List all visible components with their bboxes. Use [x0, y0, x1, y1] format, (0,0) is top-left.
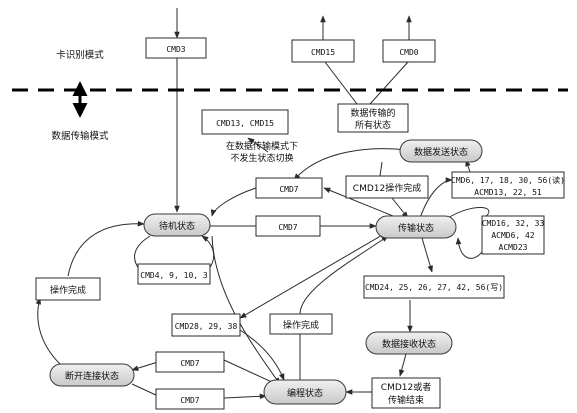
cmd7-disconnect-a-label: CMD7	[180, 359, 199, 368]
sending-to-cmd12	[379, 161, 383, 177]
read-commands-line1: CMD6, 17, 18, 30, 56(读)	[451, 175, 565, 185]
cmd28-29-38-box: CMD28, 29, 38	[171, 313, 241, 337]
transfer-commands-box: CMD16, 32, 33 ACMD6, 42 ACMD23	[481, 215, 545, 255]
opdone-to-transfer	[299, 235, 389, 315]
cmd7-top-label: CMD7	[279, 185, 298, 194]
transfer-loop-a	[447, 206, 490, 219]
cmd7b-to-programming	[223, 393, 267, 400]
read-commands-line2: ACMD13, 22, 51	[474, 188, 542, 197]
state-sending-data: 数据发送状态	[399, 139, 483, 163]
disconnect-to-cmd7b	[131, 383, 159, 397]
cmd7a-to-disconnect	[131, 361, 159, 371]
state-programming: 编程状态	[263, 379, 347, 405]
state-disconnect-label: 断开连接状态	[65, 370, 119, 382]
cmd12-to-transfer	[391, 197, 409, 219]
all-states-line2: 所有状态	[355, 119, 391, 131]
state-standby-label: 待机状态	[159, 220, 195, 232]
state-programming-label: 编程状态	[287, 387, 323, 399]
transfer-commands-line1: CMD16, 32, 33	[482, 219, 545, 228]
no-change-note-line1: 在数据传输模式下	[226, 140, 298, 152]
all-states-box: 数据传输的 所有状态	[337, 103, 409, 133]
op-done-left-label: 操作完成	[50, 284, 86, 296]
cmd3-label: CMD3	[166, 45, 185, 54]
cmd0-box: CMD0	[382, 39, 436, 63]
state-receiving-data-label: 数据接收状态	[382, 338, 436, 350]
card-identification-mode-label: 卡识别模式	[56, 49, 104, 61]
allstates-to-cmd0	[369, 61, 409, 105]
cmd13-note-arrow	[247, 137, 269, 153]
cmd7-mid-box: CMD7	[255, 215, 321, 237]
read-commands-box: CMD6, 17, 18, 30, 56(读) ACMD13, 22, 51	[451, 171, 565, 199]
state-sending-data-label: 数据发送状态	[414, 146, 468, 158]
cmd13-cmd15-box: CMD13, CMD15	[201, 109, 289, 135]
transfer-to-cmd28	[239, 233, 385, 319]
state-standby: 待机状态	[143, 213, 211, 237]
cmd3-box: CMD3	[145, 37, 207, 59]
allstates-to-cmd15	[324, 61, 358, 105]
cmd7-disconnect-b-label: CMD7	[180, 396, 199, 405]
cmd7-disconnect-a-box: CMD7	[155, 351, 225, 373]
cmd7-mid-label: CMD7	[278, 223, 297, 232]
transfer-loop-b	[455, 237, 483, 259]
cmd4-9-10-3-box: CMD4, 9, 10, 3	[137, 263, 211, 285]
disconnect-to-opdone	[35, 297, 61, 365]
cmd7-to-standby	[210, 187, 257, 217]
state-disconnect: 断开连接状态	[49, 363, 135, 387]
write-commands-label: CMD24, 25, 26, 27, 42, 56(写)	[365, 283, 503, 292]
connectors	[35, 8, 490, 400]
data-transfer-mode-label: 数据传输模式	[51, 130, 109, 142]
op-done-left-box: 操作完成	[35, 277, 101, 301]
op-done-mid-label: 操作完成	[283, 319, 319, 331]
state-receiving-data: 数据接收状态	[365, 331, 453, 355]
cmd12-end-line2: 传输结束	[388, 394, 424, 406]
cmd28-29-38-label: CMD28, 29, 38	[175, 322, 238, 331]
cmd15-label: CMD15	[311, 48, 335, 57]
cmd28-to-programming	[239, 329, 285, 381]
cmd7-disconnect-b-box: CMD7	[155, 388, 225, 410]
cmd12-end-line1: CMD12或者	[381, 381, 431, 393]
cmd4-9-10-3-label: CMD4, 9, 10, 3	[140, 271, 208, 280]
op-done-mid-box: 操作完成	[269, 313, 333, 335]
cmd7-top-box: CMD7	[255, 177, 323, 199]
state-transfer: 传输状态	[375, 215, 457, 239]
transfer-to-write-cmds	[421, 237, 433, 273]
receiving-to-cmd12end	[398, 353, 407, 377]
opdone-to-standby	[67, 220, 145, 277]
transfer-commands-line2: ACMD6, 42	[491, 231, 535, 240]
cmd15-box: CMD15	[291, 39, 355, 63]
cmd12-done-box: CMD12操作完成	[345, 175, 429, 199]
all-states-line1: 数据传输的	[350, 107, 395, 119]
programming-to-cmd7a	[223, 359, 277, 385]
write-commands-box: CMD24, 25, 26, 27, 42, 56(写)	[363, 275, 505, 299]
sending-to-cmd7	[293, 148, 409, 181]
cmd12-end-box: CMD12或者 传输结束	[371, 377, 441, 409]
transfer-to-cmd7	[323, 187, 399, 219]
transfer-commands-line3: ACMD23	[499, 243, 528, 252]
transfer-to-read-cmds	[419, 177, 453, 219]
no-change-note-line2: 不发生状态切换	[230, 152, 293, 164]
cmd13-cmd15-label: CMD13, CMD15	[216, 119, 274, 128]
state-transfer-label: 传输状态	[398, 222, 434, 234]
cmd0-label: CMD0	[399, 48, 418, 57]
cmd12-done-label: CMD12操作完成	[353, 182, 421, 194]
